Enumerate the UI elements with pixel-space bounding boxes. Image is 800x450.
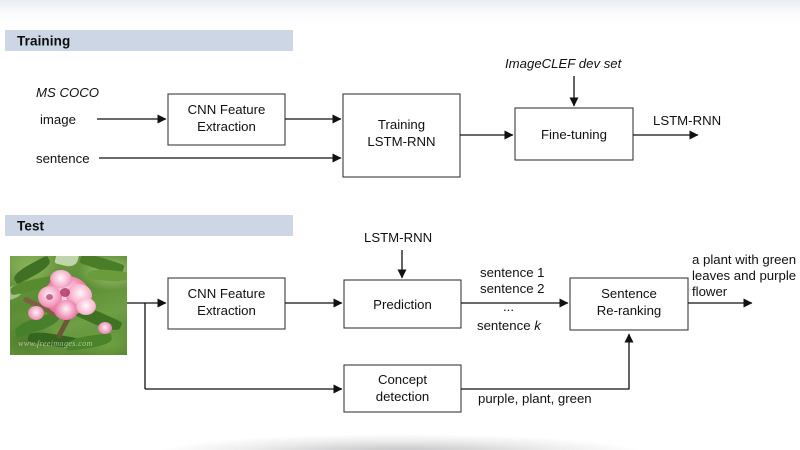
photo-watermark: www.freeimages.com [18, 339, 93, 348]
photo-flower-center [60, 288, 70, 297]
section-title-training: Training [17, 33, 71, 48]
sentence-list-line-k-index: k [534, 318, 542, 333]
box-training-cnn-label-line2: Extraction [197, 119, 256, 134]
training-sentence-input-label: sentence [36, 151, 90, 166]
final-output-line-3: flower [692, 284, 728, 299]
box-reranking-label-line1: Sentence [601, 286, 657, 301]
sentence-list-line-2: sentence 2 [480, 281, 545, 296]
box-training-lstm-label-line2: LSTM-RNN [367, 134, 435, 149]
concepts-label: purple, plant, green [478, 391, 592, 406]
training-output-label: LSTM-RNN [653, 113, 721, 128]
training-image-input-label: image [40, 112, 76, 127]
photo-flower [28, 306, 44, 320]
box-concept-detection[interactable] [343, 364, 462, 413]
prediction-input-label: LSTM-RNN [364, 230, 432, 245]
edge-concept-detection-to-reranking [461, 333, 634, 390]
sentence-list-ellipsis: ... [503, 299, 514, 314]
sentence-list-line-k-prefix: sentence [477, 318, 534, 333]
sentence-list-line-k: sentence k [477, 318, 542, 333]
box-test-cnn-label-line2: Extraction [197, 303, 256, 318]
box-test-cnn-feature-extraction[interactable] [167, 277, 286, 330]
section-bar-test: Test [5, 215, 293, 236]
training-dataset-label: MS COCO [36, 85, 99, 100]
box-reranking-label-line2: Re-ranking [597, 303, 662, 318]
box-sentence-re-ranking[interactable] [569, 277, 689, 331]
box-fine-tuning[interactable] [514, 107, 634, 161]
box-prediction[interactable] [343, 279, 462, 329]
box-fine-tuning-label: Fine-tuning [541, 127, 607, 142]
test-input-photo: www.freeimages.com [10, 256, 127, 355]
photo-flower [50, 270, 72, 288]
section-title-test: Test [17, 218, 45, 233]
final-output-line-1: a plant with green [692, 252, 796, 267]
fine-tuning-input-label: ImageCLEF dev set [505, 56, 623, 71]
box-training-lstm-rnn[interactable] [342, 93, 461, 178]
photo-flower [54, 300, 78, 320]
box-training-cnn-label-line1: CNN Feature [188, 102, 266, 117]
box-prediction-label: Prediction [373, 297, 432, 312]
photo-flower [98, 322, 112, 334]
box-test-cnn-label-line1: CNN Feature [188, 286, 266, 301]
section-bar-training: Training [5, 30, 293, 51]
box-training-cnn-feature-extraction[interactable] [167, 93, 286, 146]
box-concept-detection-label-line1: Concept [378, 372, 427, 387]
final-output-line-2: leaves and purple [692, 268, 796, 283]
box-training-lstm-label-line1: Training [378, 117, 425, 132]
sentence-list-line-1: sentence 1 [480, 265, 545, 280]
photo-flower-center [46, 294, 53, 300]
box-concept-detection-label-line2: detection [376, 389, 430, 404]
photo-flower [76, 298, 96, 315]
